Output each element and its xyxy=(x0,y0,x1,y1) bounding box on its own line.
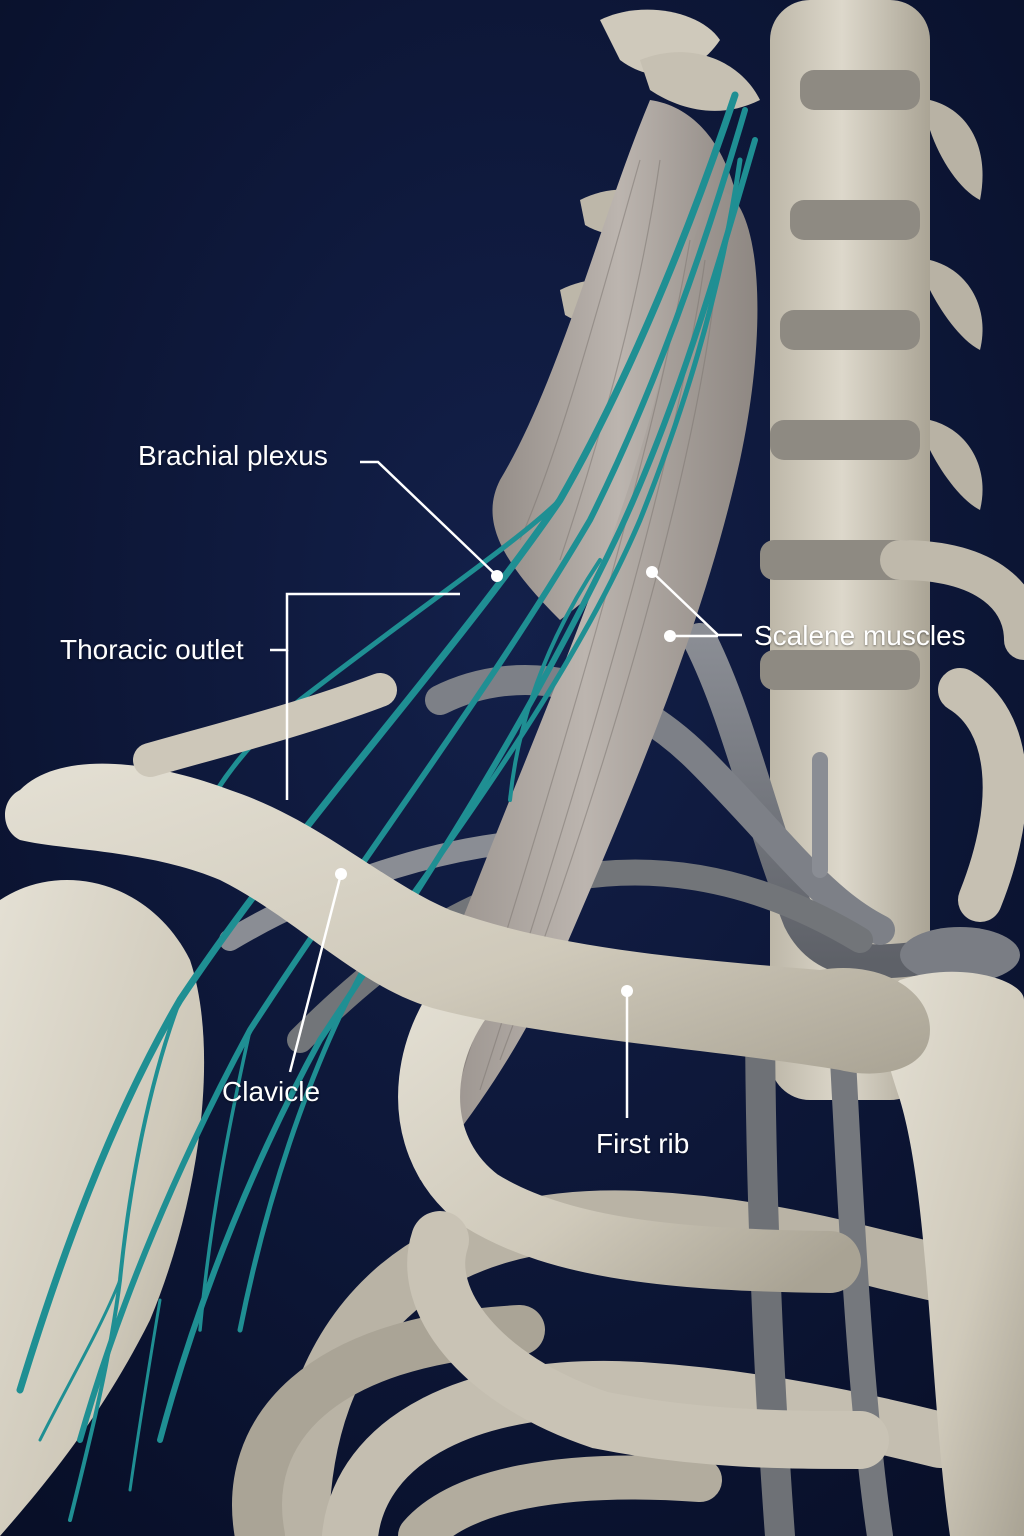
label-thoracic-outlet: Thoracic outlet xyxy=(60,634,244,665)
sternum xyxy=(881,971,1024,1536)
posterior-ribs xyxy=(880,540,1024,922)
pointer-dot-clavicle xyxy=(335,868,347,880)
brachial-plexus-nerves xyxy=(16,91,758,1522)
label-first-rib: First rib xyxy=(596,1128,690,1159)
leader-line-thoracic-outlet-top xyxy=(270,592,460,652)
label-scalene-muscles: Scalene muscles xyxy=(754,620,966,651)
label-clavicle: Clavicle xyxy=(222,1076,321,1107)
label-brachial-plexus: Brachial plexus xyxy=(138,440,328,471)
leader-line-brachial-plexus xyxy=(360,460,498,577)
pointer-dot-scalene-1 xyxy=(646,566,658,578)
pointer-dot-brachial-plexus xyxy=(491,570,503,582)
pointer-dot-scalene-2 xyxy=(664,630,676,642)
clavicle-bone xyxy=(5,673,930,1074)
leader-line-clavicle xyxy=(288,873,343,1073)
leader-lines xyxy=(270,460,742,1118)
pointer-dot-first-rib xyxy=(621,985,633,997)
leader-dots xyxy=(335,566,676,997)
